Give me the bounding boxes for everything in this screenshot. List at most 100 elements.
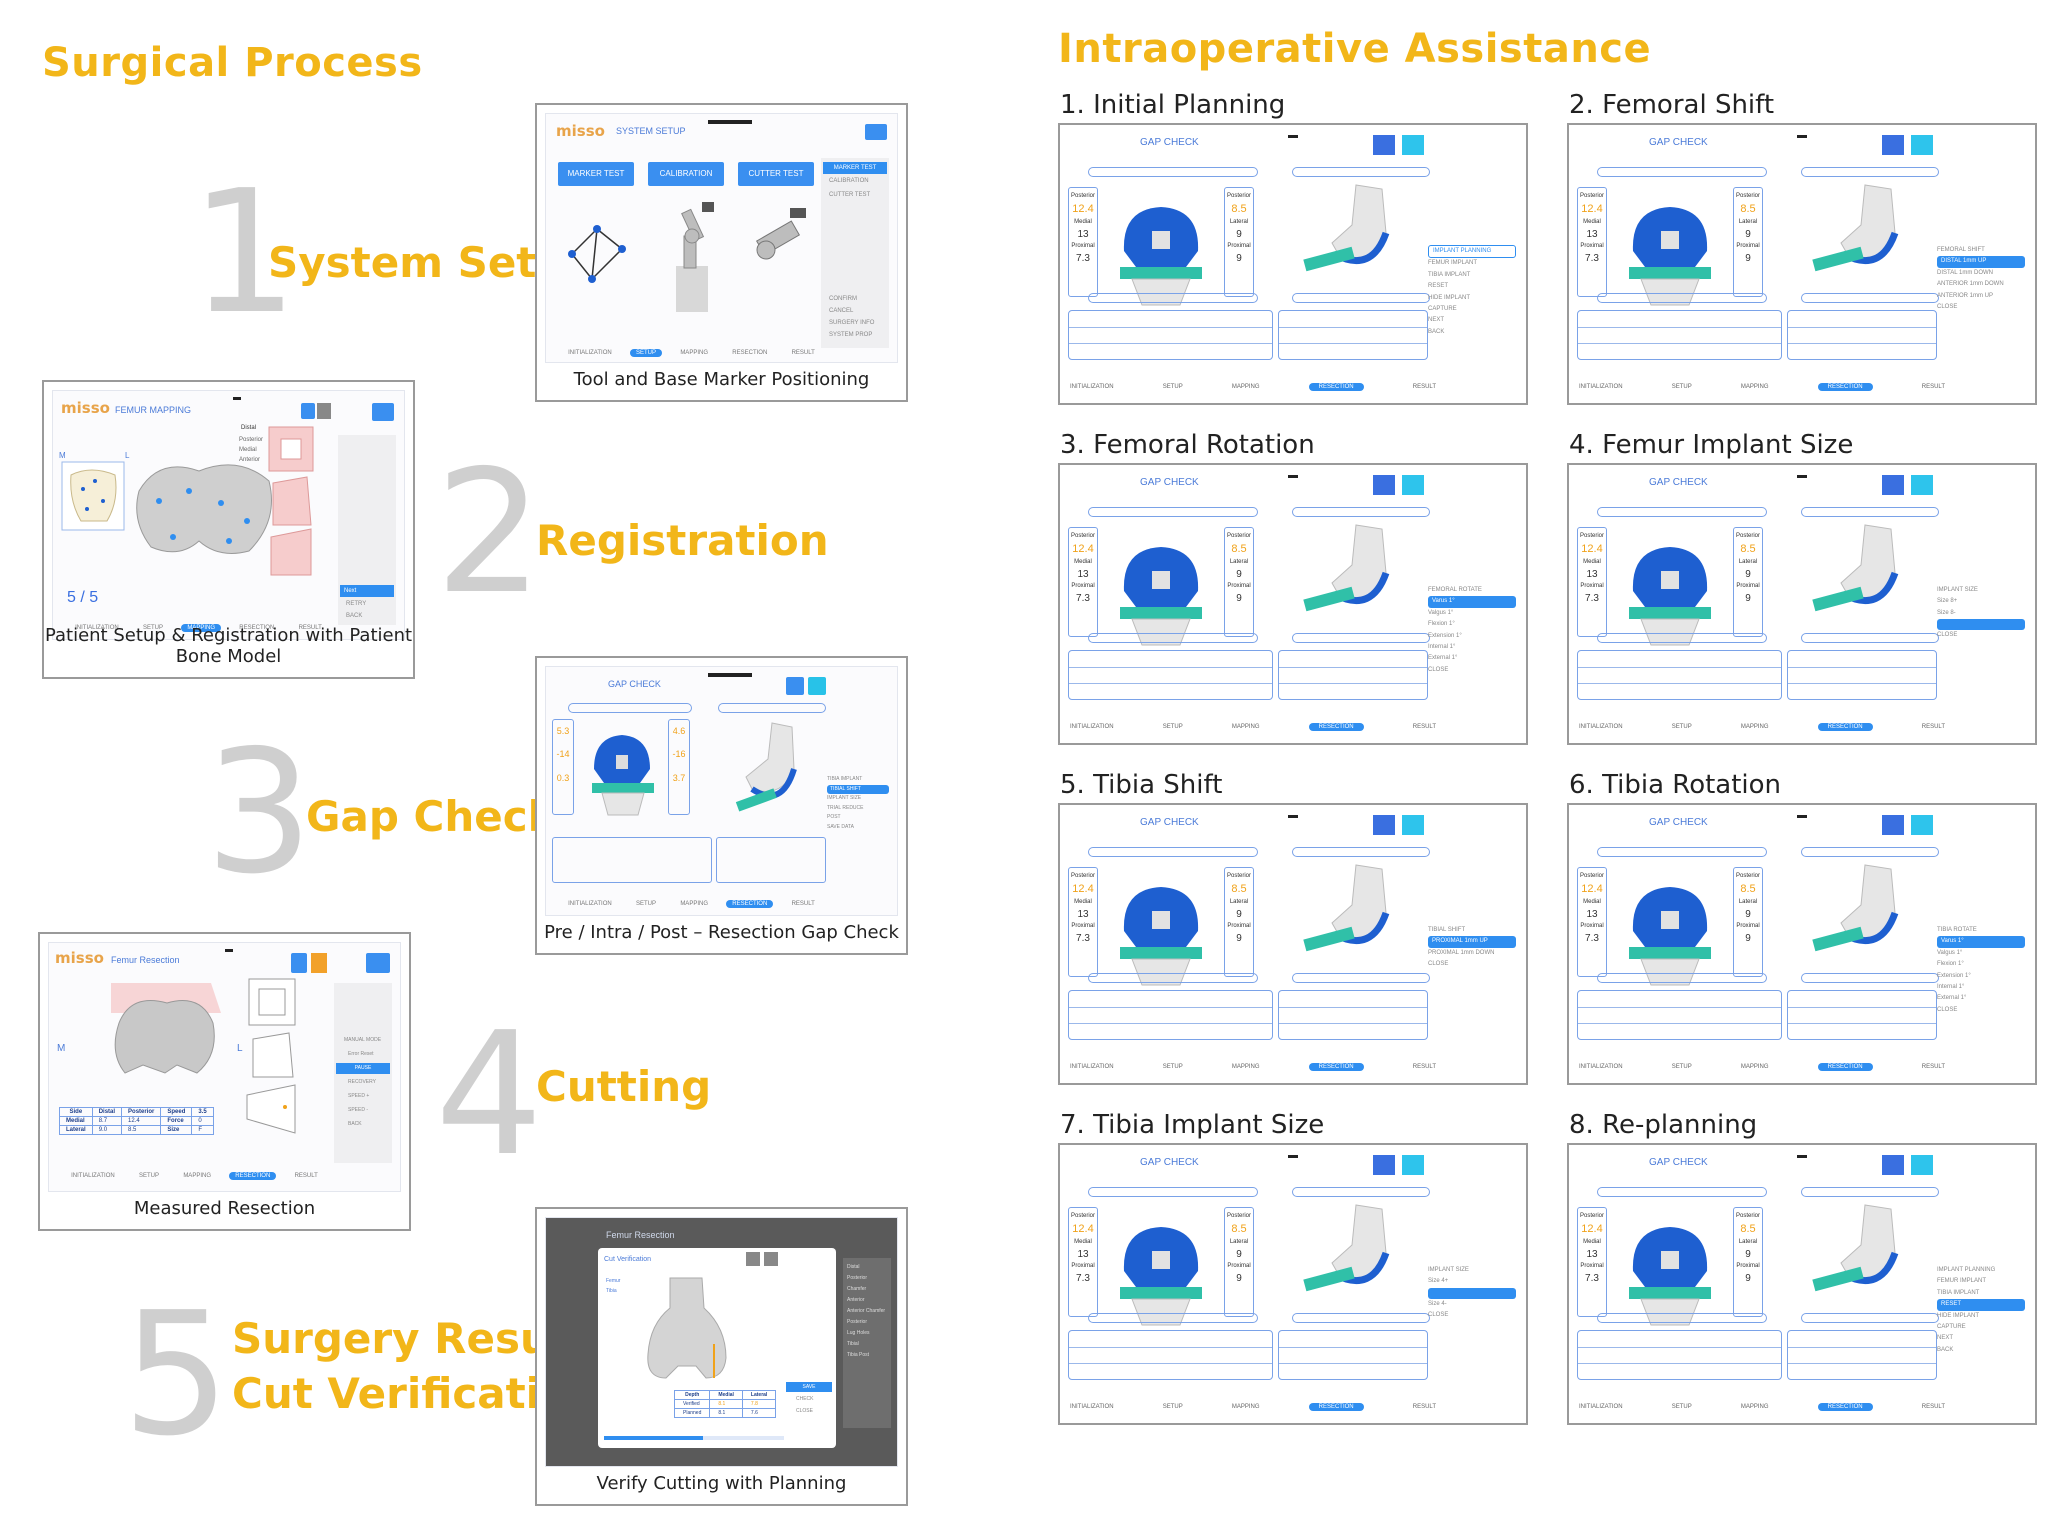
menu-item[interactable]: CLOSE	[1937, 1006, 1958, 1013]
menu-item[interactable]: ANTERIOR 1mm DOWN	[1937, 281, 2004, 288]
femur-toggle[interactable]	[1373, 1155, 1395, 1175]
tab-result[interactable]: RESULT	[791, 901, 815, 907]
tab-mapping[interactable]: MAPPING	[1740, 384, 1769, 390]
tab-initialization[interactable]: INITIALIZATION	[1579, 384, 1623, 390]
menu-item[interactable]: Valgus 1°	[1937, 949, 1963, 956]
side-item-marker-test[interactable]: MARKER TEST	[823, 162, 887, 174]
menu-item[interactable]: Size 8-	[1937, 609, 1956, 616]
tab-resection[interactable]: RESECTION	[726, 900, 774, 908]
side-item-surgery-info[interactable]: SURGERY INFO	[829, 320, 875, 326]
tab-resection[interactable]: RESECTION	[1308, 723, 1364, 731]
menu-item[interactable]: CAPTURE	[1428, 305, 1457, 312]
femur-toggle[interactable]	[1373, 135, 1395, 155]
femur-toggle[interactable]	[1373, 475, 1395, 495]
side-item-cancel[interactable]: CANCEL	[829, 308, 854, 314]
menu-item[interactable]: Error Reset	[348, 1051, 374, 1057]
menu-item[interactable]: PAUSE	[336, 1063, 390, 1074]
menu-item[interactable]: SAVE DATA	[827, 823, 854, 830]
tab-setup[interactable]: SETUP	[1162, 384, 1183, 390]
tibia-toggle[interactable]	[808, 677, 826, 695]
tab-setup[interactable]: SETUP	[139, 1173, 160, 1179]
tab-resection[interactable]: RESECTION	[1817, 383, 1873, 391]
menu-item[interactable]: FEMUR IMPLANT	[1937, 1278, 1987, 1285]
menu-item[interactable]: RESET	[1937, 1299, 2025, 1311]
tab-initialization[interactable]: INITIALIZATION	[568, 901, 612, 907]
tab-result[interactable]: RESULT	[1412, 384, 1436, 390]
tab-resection[interactable]: RESECTION	[732, 350, 768, 356]
tab-result[interactable]: RESULT	[1412, 1064, 1436, 1070]
menu-item[interactable]: Extension 1°	[1428, 632, 1462, 639]
tab-resection[interactable]: RESECTION	[1308, 383, 1364, 391]
tab-initialization[interactable]: INITIALIZATION	[1070, 384, 1114, 390]
menu-item[interactable]: DISTAL 1mm UP	[1937, 256, 2025, 268]
side-item[interactable]: Lug Holes	[847, 1330, 870, 1336]
tab-initialization[interactable]: INITIALIZATION	[1579, 1404, 1623, 1410]
side-item[interactable]: Anterior	[847, 1297, 865, 1303]
side-item-retry[interactable]: RETRY	[346, 601, 367, 607]
tibia-toggle[interactable]	[1402, 815, 1424, 835]
tab-result[interactable]: RESULT	[1921, 384, 1945, 390]
menu-item[interactable]: Valgus 1°	[1428, 609, 1454, 616]
femur-toggle[interactable]	[1882, 1155, 1904, 1175]
tab-setup[interactable]: SETUP	[1671, 1404, 1692, 1410]
menu-item[interactable]: IMPLANT SIZE	[1428, 1267, 1469, 1273]
tab-result[interactable]: RESULT	[1921, 1404, 1945, 1410]
tab-mapping[interactable]: MAPPING	[1231, 384, 1260, 390]
tab-initialization[interactable]: INITIALIZATION	[1579, 1064, 1623, 1070]
tab-mapping[interactable]: MAPPING	[181, 624, 221, 632]
menu-item[interactable]: DISTAL 1mm DOWN	[1937, 269, 1994, 276]
tab-initialization[interactable]: INITIALIZATION	[1070, 724, 1114, 730]
menu-item[interactable]: FEMUR IMPLANT	[1428, 260, 1478, 267]
menu-item[interactable]: CLOSE	[1937, 632, 1958, 639]
tibia-toggle[interactable]	[1911, 135, 1933, 155]
marker-test-button[interactable]: MARKER TEST	[558, 162, 634, 186]
side-item[interactable]: Posterior	[847, 1319, 868, 1325]
menu-item[interactable]: External 1°	[1428, 655, 1458, 662]
tibia-toggle[interactable]	[1911, 1155, 1933, 1175]
menu-item[interactable]: TIBIA ROTATE	[1937, 927, 1977, 933]
tab-setup[interactable]: SETUP	[636, 901, 657, 907]
menu-button[interactable]	[372, 403, 394, 421]
menu-item[interactable]: IMPLANT PLANNING	[1428, 245, 1516, 259]
tab-resection[interactable]: RESECTION	[1817, 723, 1873, 731]
tab-initialization[interactable]: INITIALIZATION	[1070, 1064, 1114, 1070]
menu-item[interactable]: CLOSE	[1428, 1312, 1449, 1319]
tab-initialization[interactable]: INITIALIZATION	[1070, 1404, 1114, 1410]
tab-initialization[interactable]: INITIALIZATION	[71, 1173, 115, 1179]
menu-item[interactable]: Flexion 1°	[1428, 621, 1455, 628]
menu-item[interactable]: CLOSE	[1428, 666, 1449, 673]
menu-item[interactable]: FEMORAL SHIFT	[1937, 247, 1985, 253]
menu-item[interactable]: SPEED +	[348, 1093, 370, 1099]
tibia-toggle[interactable]	[317, 403, 331, 419]
side-item-system-prop[interactable]: SYSTEM PROP	[829, 332, 873, 338]
tibia-toggle[interactable]	[1402, 1155, 1424, 1175]
tab-setup[interactable]: SETUP	[1162, 1064, 1183, 1070]
cutter-test-button[interactable]: CUTTER TEST	[738, 162, 814, 186]
tab-setup[interactable]: SETUP	[1162, 724, 1183, 730]
menu-item[interactable]: Varus 1°	[1428, 596, 1516, 608]
menu-item[interactable]: BACK	[1428, 328, 1445, 335]
menu-item[interactable]: Flexion 1°	[1937, 961, 1964, 968]
close-button[interactable]: CLOSE	[796, 1408, 813, 1414]
menu-item[interactable]: Varus 1°	[1937, 936, 2025, 948]
menu-item[interactable]: BACK	[348, 1121, 362, 1127]
tab-result[interactable]: RESULT	[298, 625, 322, 631]
femur-toggle[interactable]	[1882, 475, 1904, 495]
tab-mapping[interactable]: MAPPING	[680, 901, 708, 907]
menu-item[interactable]: Internal 1°	[1428, 643, 1456, 650]
tab-mapping[interactable]: MAPPING	[1231, 1404, 1260, 1410]
menu-item[interactable]: PROXIMAL 1mm DOWN	[1428, 949, 1495, 956]
tab-mapping[interactable]: MAPPING	[1231, 1064, 1260, 1070]
side-item-confirm[interactable]: CONFIRM	[829, 296, 857, 302]
tab-resection[interactable]: RESECTION	[1817, 1063, 1873, 1071]
side-item-calibration[interactable]: CALIBRATION	[829, 178, 869, 184]
menu-item[interactable]: RESET	[1428, 283, 1449, 290]
tab-result[interactable]: RESULT	[1921, 724, 1945, 730]
tab-mapping[interactable]: MAPPING	[680, 350, 708, 356]
tab-mapping[interactable]: MAPPING	[183, 1173, 211, 1179]
menu-item[interactable]: HIDE IMPLANT	[1937, 1312, 1980, 1319]
dialog-toggle[interactable]	[764, 1252, 778, 1266]
femur-toggle[interactable]	[1373, 815, 1395, 835]
tab-result[interactable]: RESULT	[791, 350, 815, 356]
tibia-toggle[interactable]	[1402, 475, 1424, 495]
